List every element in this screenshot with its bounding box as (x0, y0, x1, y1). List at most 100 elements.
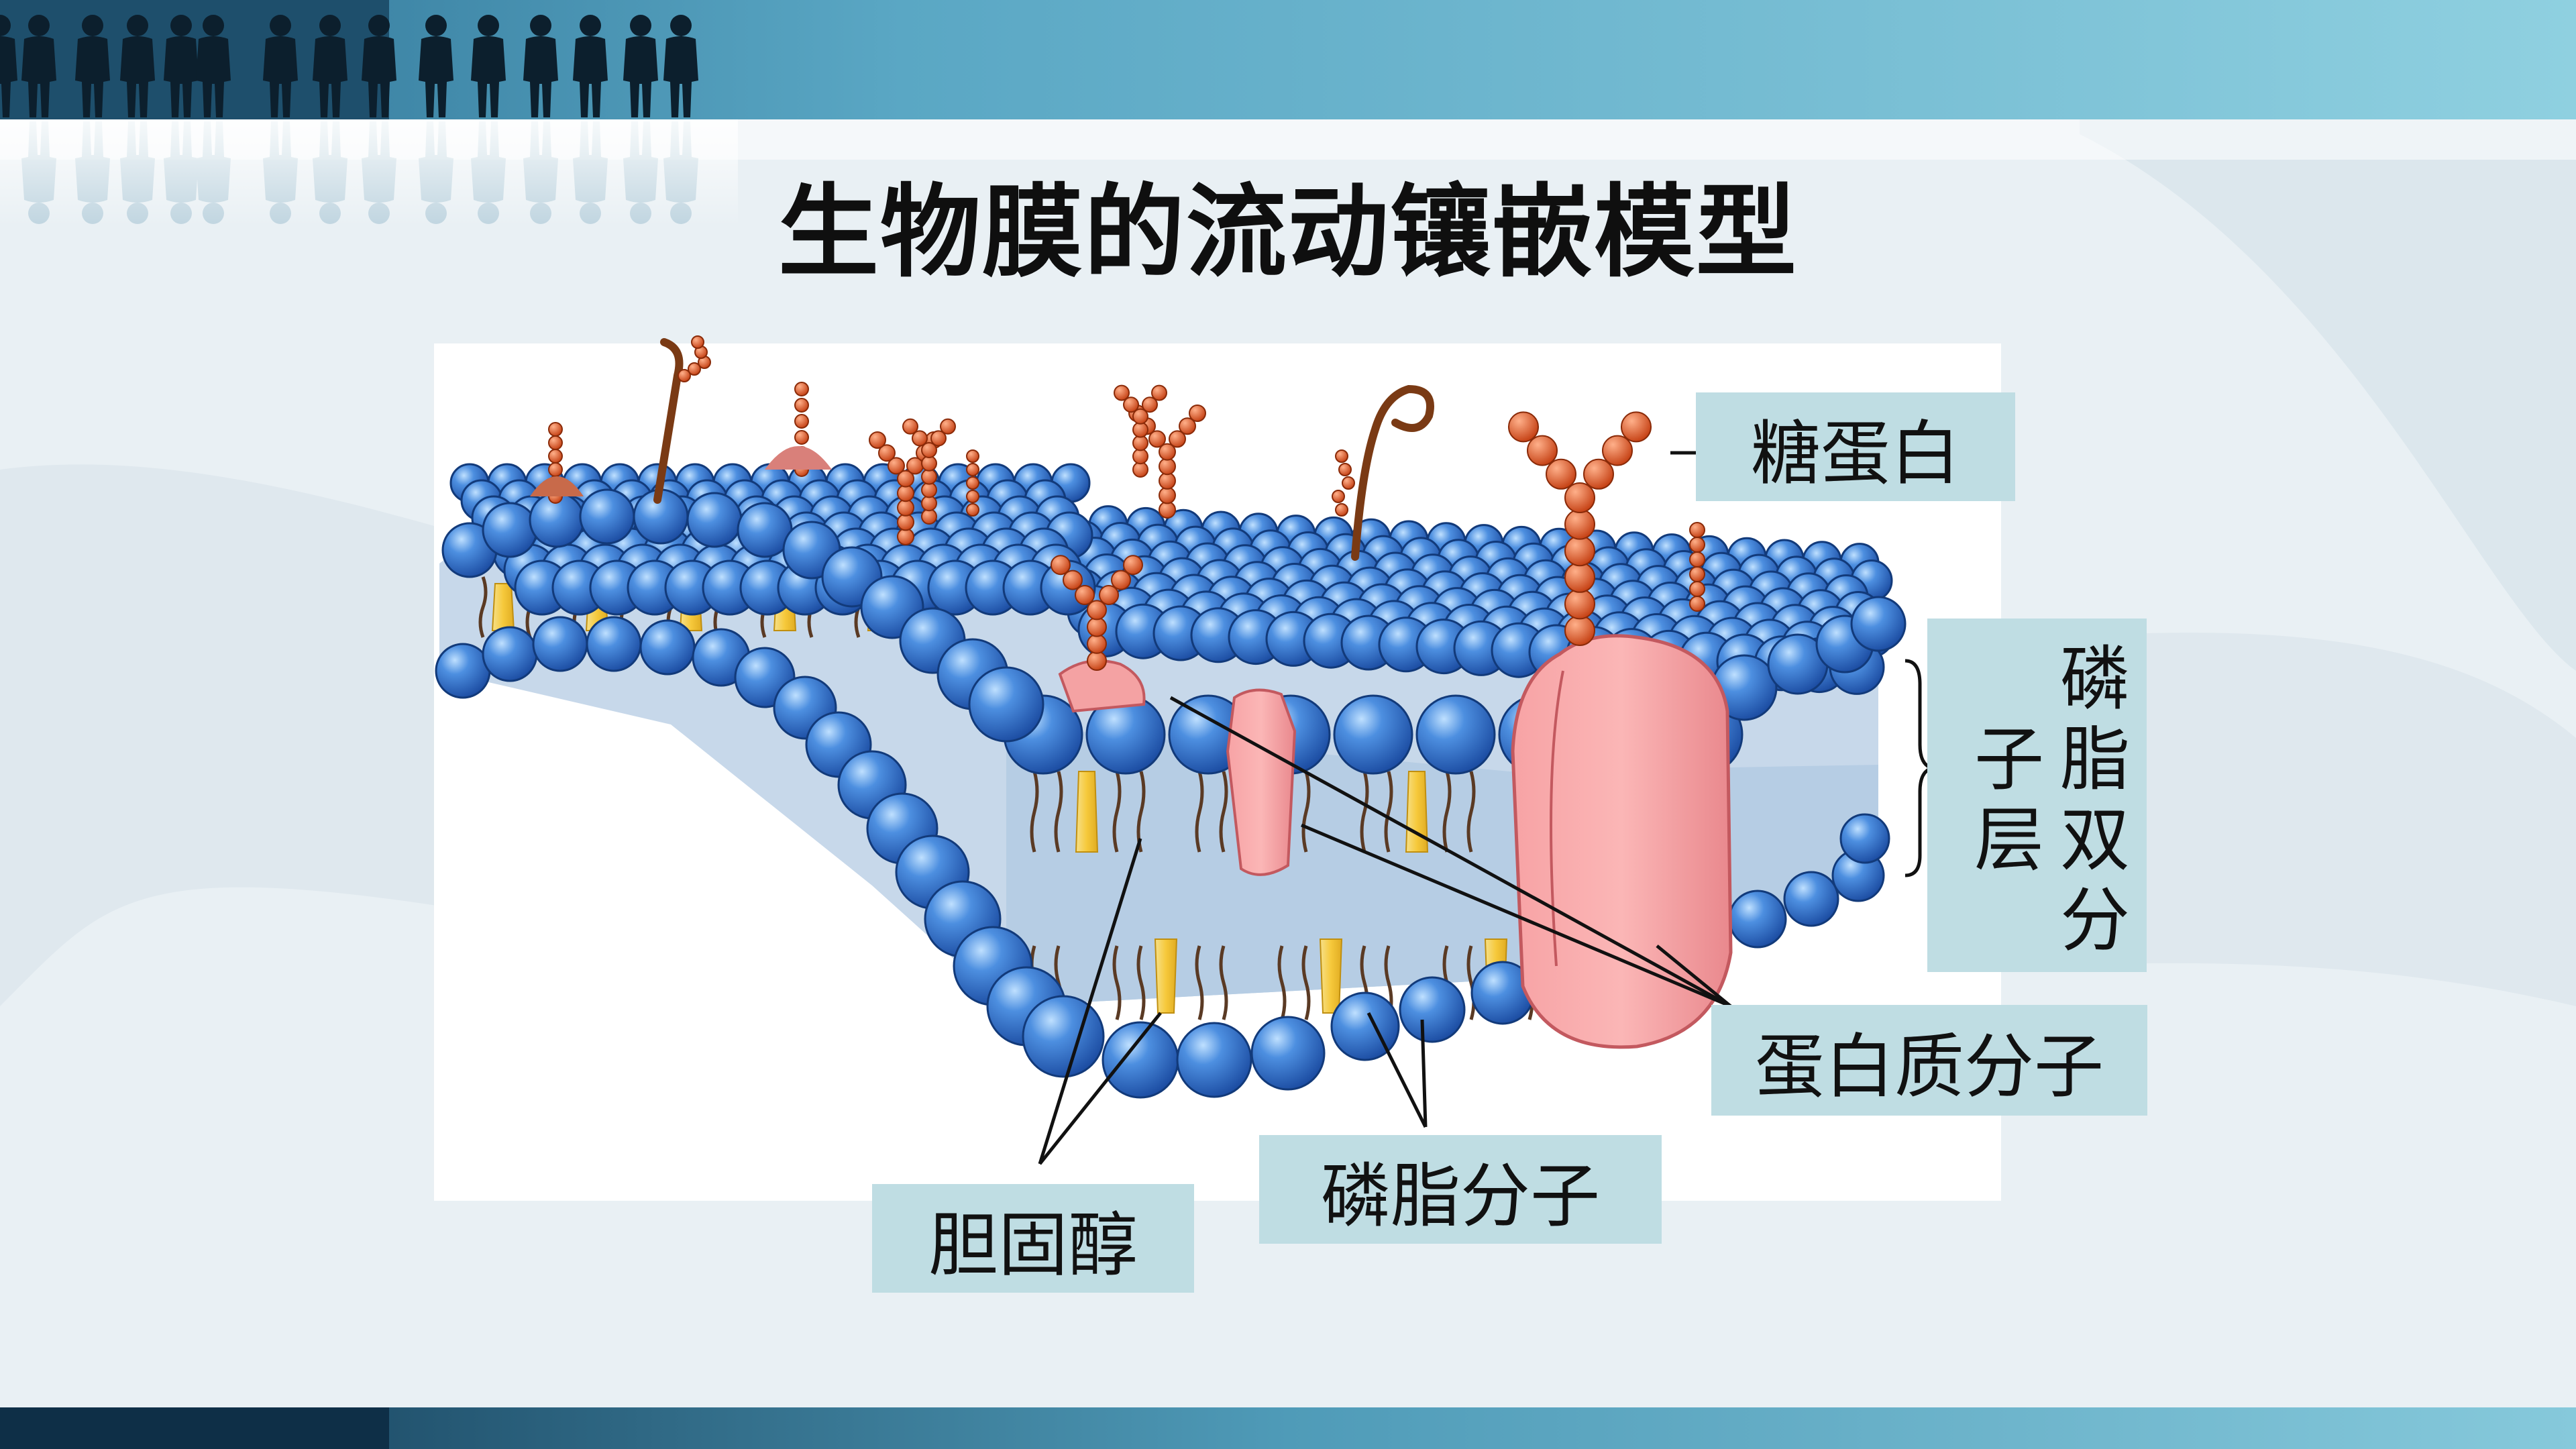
phospholipid-head (1783, 871, 1839, 927)
sugar-bead (1087, 616, 1107, 637)
sugar-bead (1169, 430, 1186, 448)
phospholipid-head (1399, 976, 1466, 1043)
lipid-tail (1136, 945, 1146, 1020)
sugar-bead (1099, 585, 1119, 605)
phospholipid-head (532, 616, 588, 672)
sugar-bead (1132, 421, 1148, 438)
sugar-bead (1602, 435, 1633, 466)
phospholipid-head (1022, 995, 1105, 1078)
sugar-bead (1338, 463, 1352, 476)
sugar-bead (1111, 570, 1131, 590)
sugar-bead (897, 484, 914, 502)
lipid-tail (1195, 945, 1204, 1020)
business-people-silhouettes-icon (0, 15, 698, 117)
label-phospholipid-molecule: 磷脂分子 (1259, 1135, 1662, 1244)
sugar-bead (1583, 458, 1614, 490)
sugar-bead (897, 513, 914, 531)
sugar-bead (888, 457, 905, 475)
sugar-bead (688, 362, 701, 376)
sugar-bead (897, 470, 914, 488)
lipid-tail (1112, 945, 1122, 1020)
sugar-bead (1132, 448, 1148, 465)
sugar-bead (794, 398, 809, 413)
sugar-bead (1564, 588, 1595, 620)
sugar-bead (1508, 411, 1539, 443)
sugar-bead (1621, 411, 1652, 443)
sugar-bead (1132, 435, 1148, 451)
sugar-bead (902, 418, 918, 435)
sugar-bead (1564, 561, 1595, 593)
sugar-bead (1332, 490, 1345, 503)
sugar-bead (691, 335, 704, 349)
label-protein-molecule: 蛋白质分子 (1711, 1005, 2147, 1116)
sugar-bead (794, 382, 809, 396)
lipid-tail (1219, 771, 1228, 853)
lipid-tail (1301, 771, 1311, 853)
sugar-bead (1132, 462, 1148, 478)
sugar-bead (1335, 503, 1348, 517)
sugar-bead (921, 508, 937, 525)
sugar-bead (794, 414, 809, 429)
phospholipid-head (482, 626, 538, 682)
slide-title: 生物膜的流动镶嵌模型 (777, 174, 1798, 291)
sugar-bead (548, 462, 563, 477)
phospholipid-head (1333, 694, 1413, 775)
sugar-bead (1142, 396, 1158, 413)
lipid-tail (1442, 771, 1452, 853)
sugar-bead (1179, 417, 1196, 435)
sugar-bead (1689, 596, 1705, 612)
phospholipid-head (1415, 694, 1496, 775)
lipid-tail (1054, 771, 1063, 853)
sugar-bead (678, 369, 691, 382)
sugar-bead (1159, 501, 1176, 519)
sugar-bead (1148, 430, 1166, 448)
sugar-bead (1564, 482, 1595, 513)
sugar-bead (940, 418, 956, 435)
lipid-tail (1384, 771, 1393, 853)
sugar-bead (912, 430, 928, 447)
sugar-bead (1051, 555, 1071, 576)
phospholipid-head (586, 616, 642, 672)
sugar-bead (897, 528, 914, 545)
sugar-bead (1087, 651, 1107, 671)
phospholipid-head (435, 643, 491, 699)
phospholipid-head (686, 492, 743, 548)
sugar-bead (966, 463, 979, 476)
sugar-bead (1689, 551, 1705, 568)
sugar-bead (1123, 555, 1143, 576)
sugar-bead (966, 503, 979, 517)
label-glycoprotein: 糖蛋白 (1696, 392, 2015, 501)
sugar-bead (869, 431, 886, 449)
phospholipid-head (1250, 1016, 1326, 1091)
label-bilayer-column-2: 子层 (1974, 718, 2044, 881)
lipid-tail (478, 576, 488, 638)
phospholipid-head (1102, 1021, 1179, 1099)
sugar-bead (1087, 633, 1107, 654)
lipid-tail (1219, 945, 1228, 1020)
protein-molecules (1058, 634, 1733, 1049)
sugar-bead (1063, 570, 1083, 590)
lipid-tail (1195, 771, 1204, 853)
sugar-bead (1564, 615, 1595, 646)
sugar-bead (548, 449, 563, 464)
phospholipid-head (968, 666, 1044, 743)
sugar-bead (1564, 508, 1595, 540)
sugar-bead (1132, 408, 1148, 425)
cholesterol (491, 583, 515, 631)
label-cholesterol: 胆固醇 (872, 1184, 1194, 1293)
sugar-bead (921, 455, 937, 472)
sugar-bead (966, 449, 979, 463)
lipid-tail (1360, 771, 1369, 853)
sugar-bead (897, 498, 914, 517)
sugar-bead (1689, 537, 1705, 553)
label-bilayer-column-1: 磷脂双分 (2059, 638, 2130, 961)
sugar-bead (930, 430, 947, 447)
sugar-bead (921, 468, 937, 485)
sugar-bead (921, 482, 937, 498)
lipid-tail (1277, 945, 1287, 1020)
cholesterol (1075, 771, 1099, 853)
phospholipid-head (579, 488, 635, 545)
sugar-chains (530, 335, 1705, 671)
